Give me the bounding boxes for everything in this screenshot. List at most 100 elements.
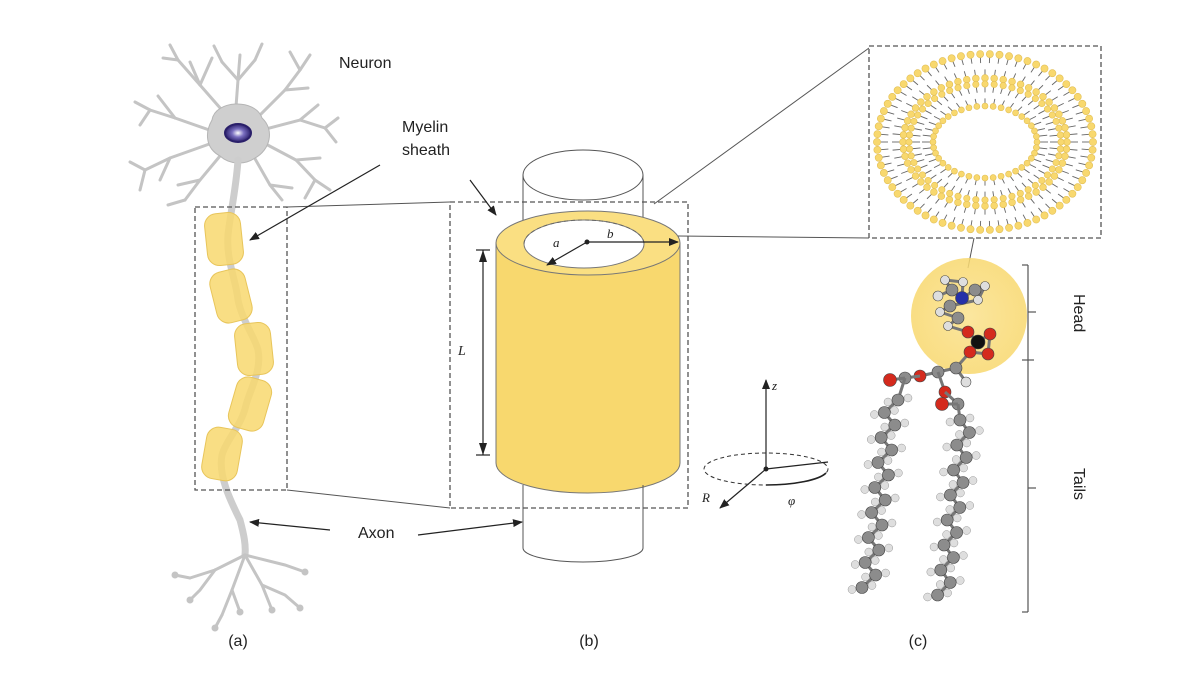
carbon-atom (949, 361, 963, 375)
hydrogen-atom (945, 417, 955, 427)
lipid-head-bead (1008, 84, 1016, 92)
hydrogen-atom (935, 307, 945, 317)
lipid-head-bead (1031, 181, 1039, 189)
lipid-head-bead (985, 226, 994, 234)
axon-arrow-a (249, 518, 331, 531)
hydrogen-atom (942, 442, 952, 452)
hydrogen-atom (874, 472, 883, 482)
hydrogen-atom (894, 468, 903, 478)
lipid-head-bead (911, 104, 920, 112)
lipid-head-bead (901, 124, 909, 132)
lipid-head-bead (1045, 98, 1053, 106)
lipid-head-bead (1008, 77, 1016, 86)
radius-a-label: a (553, 235, 560, 250)
hydrogen-atom (923, 592, 932, 602)
hydrogen-atom (940, 275, 950, 285)
head-highlight (911, 258, 1027, 374)
lipid-head-bead (947, 221, 956, 230)
terminal-knobs (171, 568, 309, 632)
hydrogen-atom (959, 551, 968, 560)
lipid-head-bead (966, 225, 975, 234)
hydrogen-atom (956, 488, 965, 498)
lipid-head-bead (997, 104, 1005, 112)
hydrogen-atom (951, 455, 961, 464)
lipid-head-bead (1078, 176, 1087, 185)
lipid-head-bead (906, 74, 915, 83)
hydrogen-atom (955, 430, 964, 439)
hydrogen-atom (980, 281, 990, 291)
neuron-label: Neuron (339, 55, 391, 72)
axon-cylinder-bottom-rim (522, 547, 644, 563)
hydrogen-atom (857, 510, 866, 519)
carbon-atom (959, 451, 973, 464)
lipid-head-bead (879, 169, 888, 177)
lipid-head-bead (893, 86, 902, 95)
hydrogen-atom (946, 563, 956, 573)
lipid-head-bead (954, 84, 962, 92)
lipid-head-bead (1005, 170, 1012, 178)
lipid-head-bead (1008, 192, 1016, 200)
hydrogen-atom (975, 426, 984, 435)
lipid-head-bead (1068, 189, 1077, 198)
lipid-head-bead (976, 50, 985, 58)
hydrogen-atom (932, 517, 942, 527)
carbon-atom (950, 438, 964, 452)
lipid-head-bead (963, 75, 971, 84)
lipid-head-bead (954, 192, 962, 200)
lipid-head-bead (1068, 86, 1077, 95)
lipid-head-bead (999, 194, 1007, 202)
lipid-head-bead (945, 80, 954, 89)
lipid-head-bead (1040, 64, 1049, 73)
lipid-head-bead (931, 95, 939, 103)
lipid-head-bead (932, 127, 939, 135)
hydrogen-atom (926, 567, 936, 577)
lipid-head-bead (973, 103, 981, 110)
lipid-head-bead (965, 172, 973, 180)
lipid-head-bead (1058, 117, 1067, 125)
lipid-head-bead (1005, 52, 1013, 61)
lipid-head-bead (946, 87, 954, 95)
lipid-head-bead (1055, 166, 1063, 174)
hydrogen-atom (861, 572, 870, 582)
lipid-head-bead (999, 75, 1007, 84)
hydrogen-atom (870, 497, 880, 507)
lipid-head-bead (981, 74, 989, 82)
lipid-head-bead (921, 211, 930, 220)
lipid-head-bead (899, 145, 908, 153)
lipid-head-bead (1012, 109, 1019, 117)
lipid-head-bead (939, 159, 947, 167)
lipid-head-bead (1038, 176, 1046, 184)
axon-cylinder-top-rim (522, 149, 644, 201)
carbon-atom (951, 311, 965, 325)
origin-dot (763, 466, 769, 472)
lipid-head-bead (879, 107, 888, 115)
carbon-atom (945, 283, 959, 297)
lipid-head-bead (963, 82, 971, 90)
lipid-head-bead (981, 80, 989, 88)
carbon-atom (963, 426, 976, 439)
axon-arrow-b (417, 519, 523, 536)
lipid-head-bead (923, 93, 931, 101)
lipid-head-bead (981, 174, 989, 182)
lipid-head-bead (907, 166, 915, 174)
lipid-head-bead (1023, 219, 1032, 227)
lipid-head-bead (958, 170, 965, 178)
panel-label-a: (a) (228, 633, 248, 650)
lipid-head-bead (989, 103, 997, 110)
lipid-head-bead (1052, 117, 1060, 125)
oxygen-atom (883, 373, 897, 387)
oxygen-atom (961, 325, 975, 339)
connector-bottom-bc (677, 235, 870, 239)
lipid-head-bead (906, 145, 914, 153)
lipid-head-bead (899, 131, 908, 139)
carbon-atom (874, 431, 888, 444)
lipid-head-bead (1085, 161, 1094, 170)
lipid-head-bead (990, 201, 998, 210)
hydrogen-atom (943, 588, 952, 598)
center-dot (584, 239, 590, 245)
lipid-head-bead (1024, 186, 1032, 194)
lipid-head-bead (914, 111, 922, 119)
phosphorus-atom (970, 334, 986, 350)
hydrogen-atom (854, 535, 863, 544)
lipid-head-bead (883, 176, 892, 185)
